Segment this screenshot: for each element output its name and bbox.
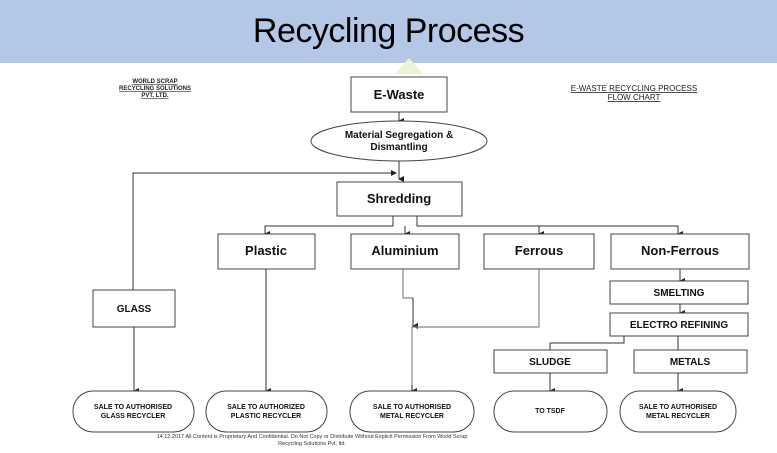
terminal-glass-recycler: SALE TO AUTHORISED GLASS RECYCLER	[72, 390, 195, 433]
terminal-tsdf-label: TO TSDF	[535, 408, 566, 415]
connector-glass-loop	[132, 170, 397, 290]
terminal-plastic-label-1: SALE TO AUTHORIZED	[227, 404, 305, 411]
node-ewaste-label: E-Waste	[374, 87, 425, 102]
terminal-metal-label-1: SALE TO AUTHORISED	[373, 404, 451, 411]
company-line-3: PVT. LTD.	[141, 93, 169, 99]
footer-line-1: 14.12.2017 All Content is Proprietary An…	[157, 434, 468, 440]
node-ferrous: Ferrous	[483, 233, 595, 270]
node-plastic-label: Plastic	[245, 243, 287, 258]
node-metals-label: METALS	[670, 357, 711, 368]
connector-shredding-plastic	[264, 216, 394, 237]
terminal-glass-label-2: GLASS RECYCLER	[101, 413, 166, 420]
node-electro-refining: ELECTRO REFINING	[609, 312, 749, 337]
node-non-ferrous: Non-Ferrous	[610, 233, 750, 270]
node-aluminium: Aluminium	[350, 233, 460, 270]
node-plastic: Plastic	[217, 233, 316, 270]
connector-refining-sludge	[549, 336, 625, 350]
node-glass-label: GLASS	[117, 304, 152, 315]
node-sludge: SLUDGE	[493, 349, 608, 374]
node-segregation-label-1: Material Segregation &	[345, 130, 453, 141]
terminal-metal2-label-1: SALE TO AUTHORISED	[639, 404, 717, 411]
terminal-plastic-label-2: PLASTIC RECYCLER	[231, 413, 301, 420]
slide-title: Recycling Process	[252, 12, 525, 50]
company-line-1: WORLD SCRAP	[132, 79, 177, 85]
node-shredding-label: Shredding	[367, 191, 431, 206]
terminal-metal2-label-2: METAL RECYCLER	[646, 413, 710, 420]
chart-heading-line-1: E-WASTE RECYCLING PROCESS	[571, 84, 697, 93]
terminal-metal-label-2: METAL RECYCLER	[380, 413, 444, 420]
terminal-plastic-recycler: SALE TO AUTHORIZED PLASTIC RECYCLER	[205, 390, 328, 433]
node-sludge-label: SLUDGE	[529, 357, 571, 368]
node-electro-refining-label: ELECTRO REFINING	[630, 320, 729, 331]
node-segregation-label-2: Dismantling	[370, 142, 427, 153]
company-name: WORLD SCRAP RECYCLING SOLUTIONS PVT. LTD…	[119, 79, 191, 99]
node-smelting-label: SMELTING	[654, 288, 705, 299]
terminal-metal-recycler: SALE TO AUTHORISED METAL RECYCLER	[349, 390, 475, 433]
terminal-metal-recycler-2: SALE TO AUTHORISED METAL RECYCLER	[619, 390, 737, 433]
node-non-ferrous-label: Non-Ferrous	[641, 243, 719, 258]
node-aluminium-label: Aluminium	[371, 243, 438, 258]
connector-shredding-branch	[416, 216, 679, 234]
connector-ferrous-merge	[411, 269, 540, 391]
watermark-triangle	[395, 58, 423, 74]
node-glass: GLASS	[92, 289, 176, 328]
terminal-tsdf: TO TSDF	[493, 390, 608, 433]
node-segregation: Material Segregation & Dismantling	[310, 120, 488, 162]
connector-aluminium	[402, 269, 413, 299]
node-smelting: SMELTING	[609, 280, 749, 305]
chart-heading: E-WASTE RECYCLING PROCESS FLOW CHART	[571, 84, 697, 102]
node-shredding: Shredding	[336, 181, 463, 217]
slide-header: Recycling Process	[0, 0, 777, 63]
chart-heading-line-2: FLOW CHART	[608, 93, 661, 102]
company-line-2: RECYCLING SOLUTIONS	[119, 86, 191, 92]
terminal-glass-label-1: SALE TO AUTHORISED	[94, 404, 172, 411]
node-ewaste: E-Waste	[350, 76, 448, 113]
footer-disclaimer: 14.12.2017 All Content is Proprietary An…	[157, 434, 468, 447]
node-metals: METALS	[633, 349, 748, 374]
node-ferrous-label: Ferrous	[515, 243, 563, 258]
footer-line-2: Recycling Solutions Pvt. ltd.	[278, 441, 346, 447]
